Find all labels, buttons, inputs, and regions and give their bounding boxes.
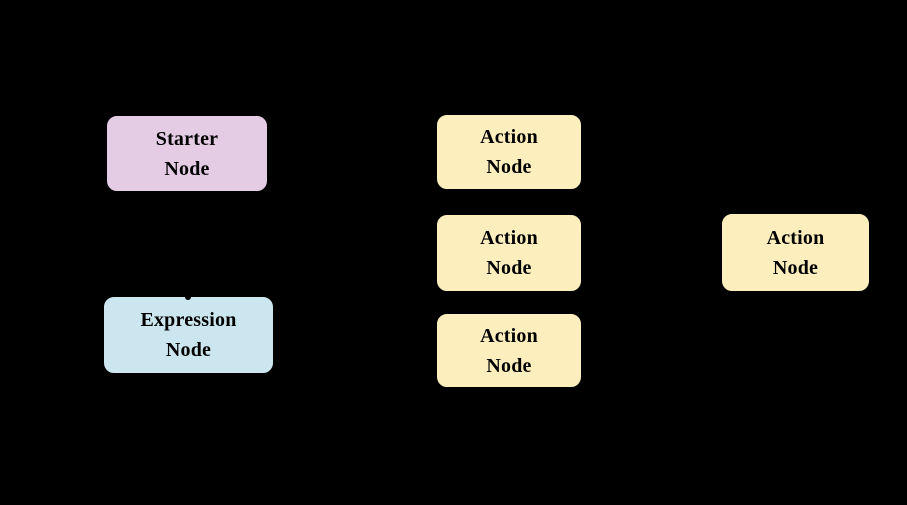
action-node-1: Action Node — [435, 113, 583, 191]
connector-dot-starter-bottom — [184, 191, 190, 197]
action-node-3: Action Node — [435, 312, 583, 389]
connector-dot-action-2-right — [581, 248, 587, 254]
action-node-1-label: Action Node — [480, 126, 538, 178]
starter-node-label: Starter Node — [155, 127, 219, 180]
connector-dot-expression-top — [185, 294, 191, 300]
action-node-4-label: Action Node — [766, 226, 825, 279]
expression-node-label: Expression Node — [140, 309, 237, 361]
action-node-2: Action Node — [435, 213, 583, 293]
action-node-3-label: Action Node — [480, 324, 538, 377]
connector-dot-expression-right — [273, 333, 279, 339]
starter-node: Starter Node — [105, 114, 269, 193]
connector-dot-action-3-right — [581, 349, 587, 355]
action-node-4: Action Node — [720, 212, 871, 293]
connector-dot-action-1-right — [581, 149, 587, 155]
action-node-2-label: Action Node — [480, 227, 538, 279]
expression-node: Expression Node — [102, 295, 275, 375]
